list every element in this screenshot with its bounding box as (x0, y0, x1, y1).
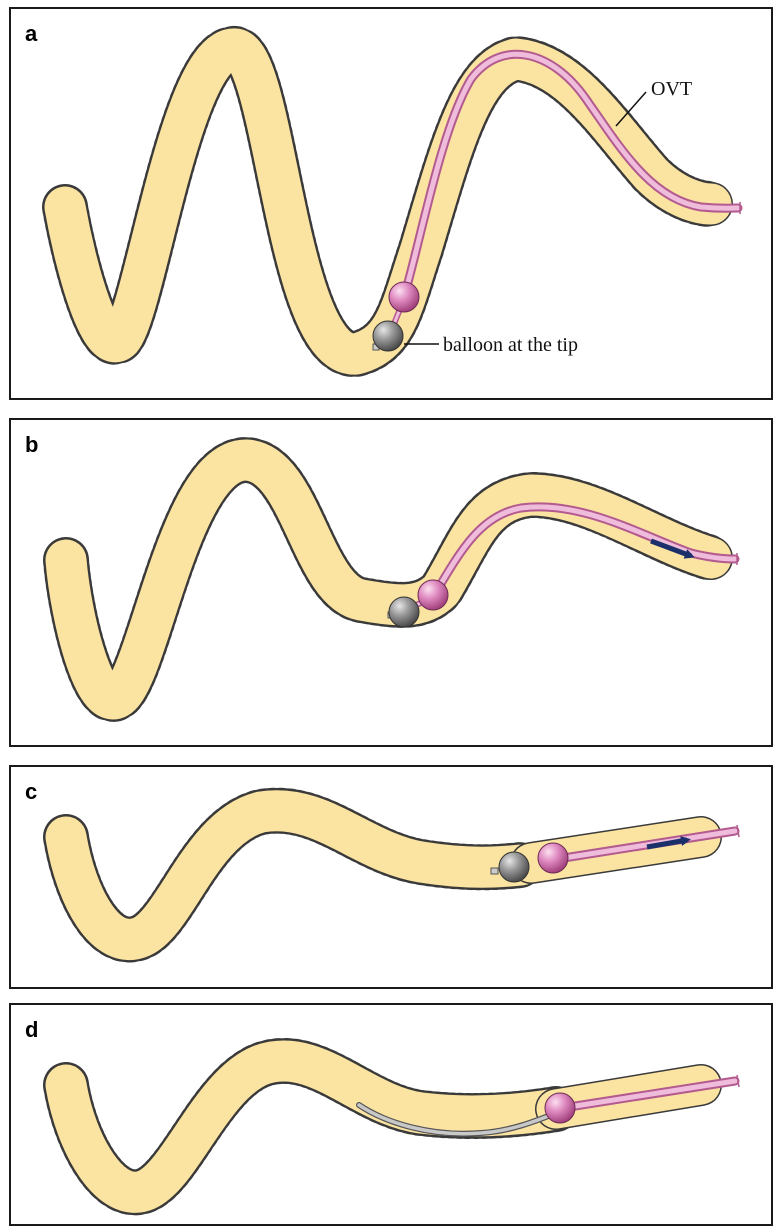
balloon-callout: balloon at the tip (404, 334, 578, 356)
colon-a (65, 49, 711, 354)
colon-d (66, 1061, 556, 1192)
panel-c: c (9, 765, 773, 989)
ovt-balloon-a (389, 282, 419, 312)
ovt-balloon-c (538, 843, 568, 873)
diagram-a: OVT balloon at the tip (11, 9, 771, 398)
panel-a: a OVT balloon at the tip (9, 7, 773, 400)
scope-balloon-a (373, 321, 403, 351)
ovt-balloon-b (418, 580, 448, 610)
panel-d: d (9, 1003, 773, 1226)
diagram-d (11, 1005, 771, 1224)
diagram-b (11, 420, 771, 745)
ovt-balloon-d (545, 1093, 575, 1123)
diagram-c (11, 767, 771, 987)
balloon-label: balloon at the tip (443, 334, 578, 356)
ovt-label: OVT (651, 78, 692, 100)
scope-balloon-b (388, 597, 419, 627)
colon-b (66, 460, 711, 699)
panel-b: b (9, 418, 773, 747)
colon-c (66, 811, 521, 940)
